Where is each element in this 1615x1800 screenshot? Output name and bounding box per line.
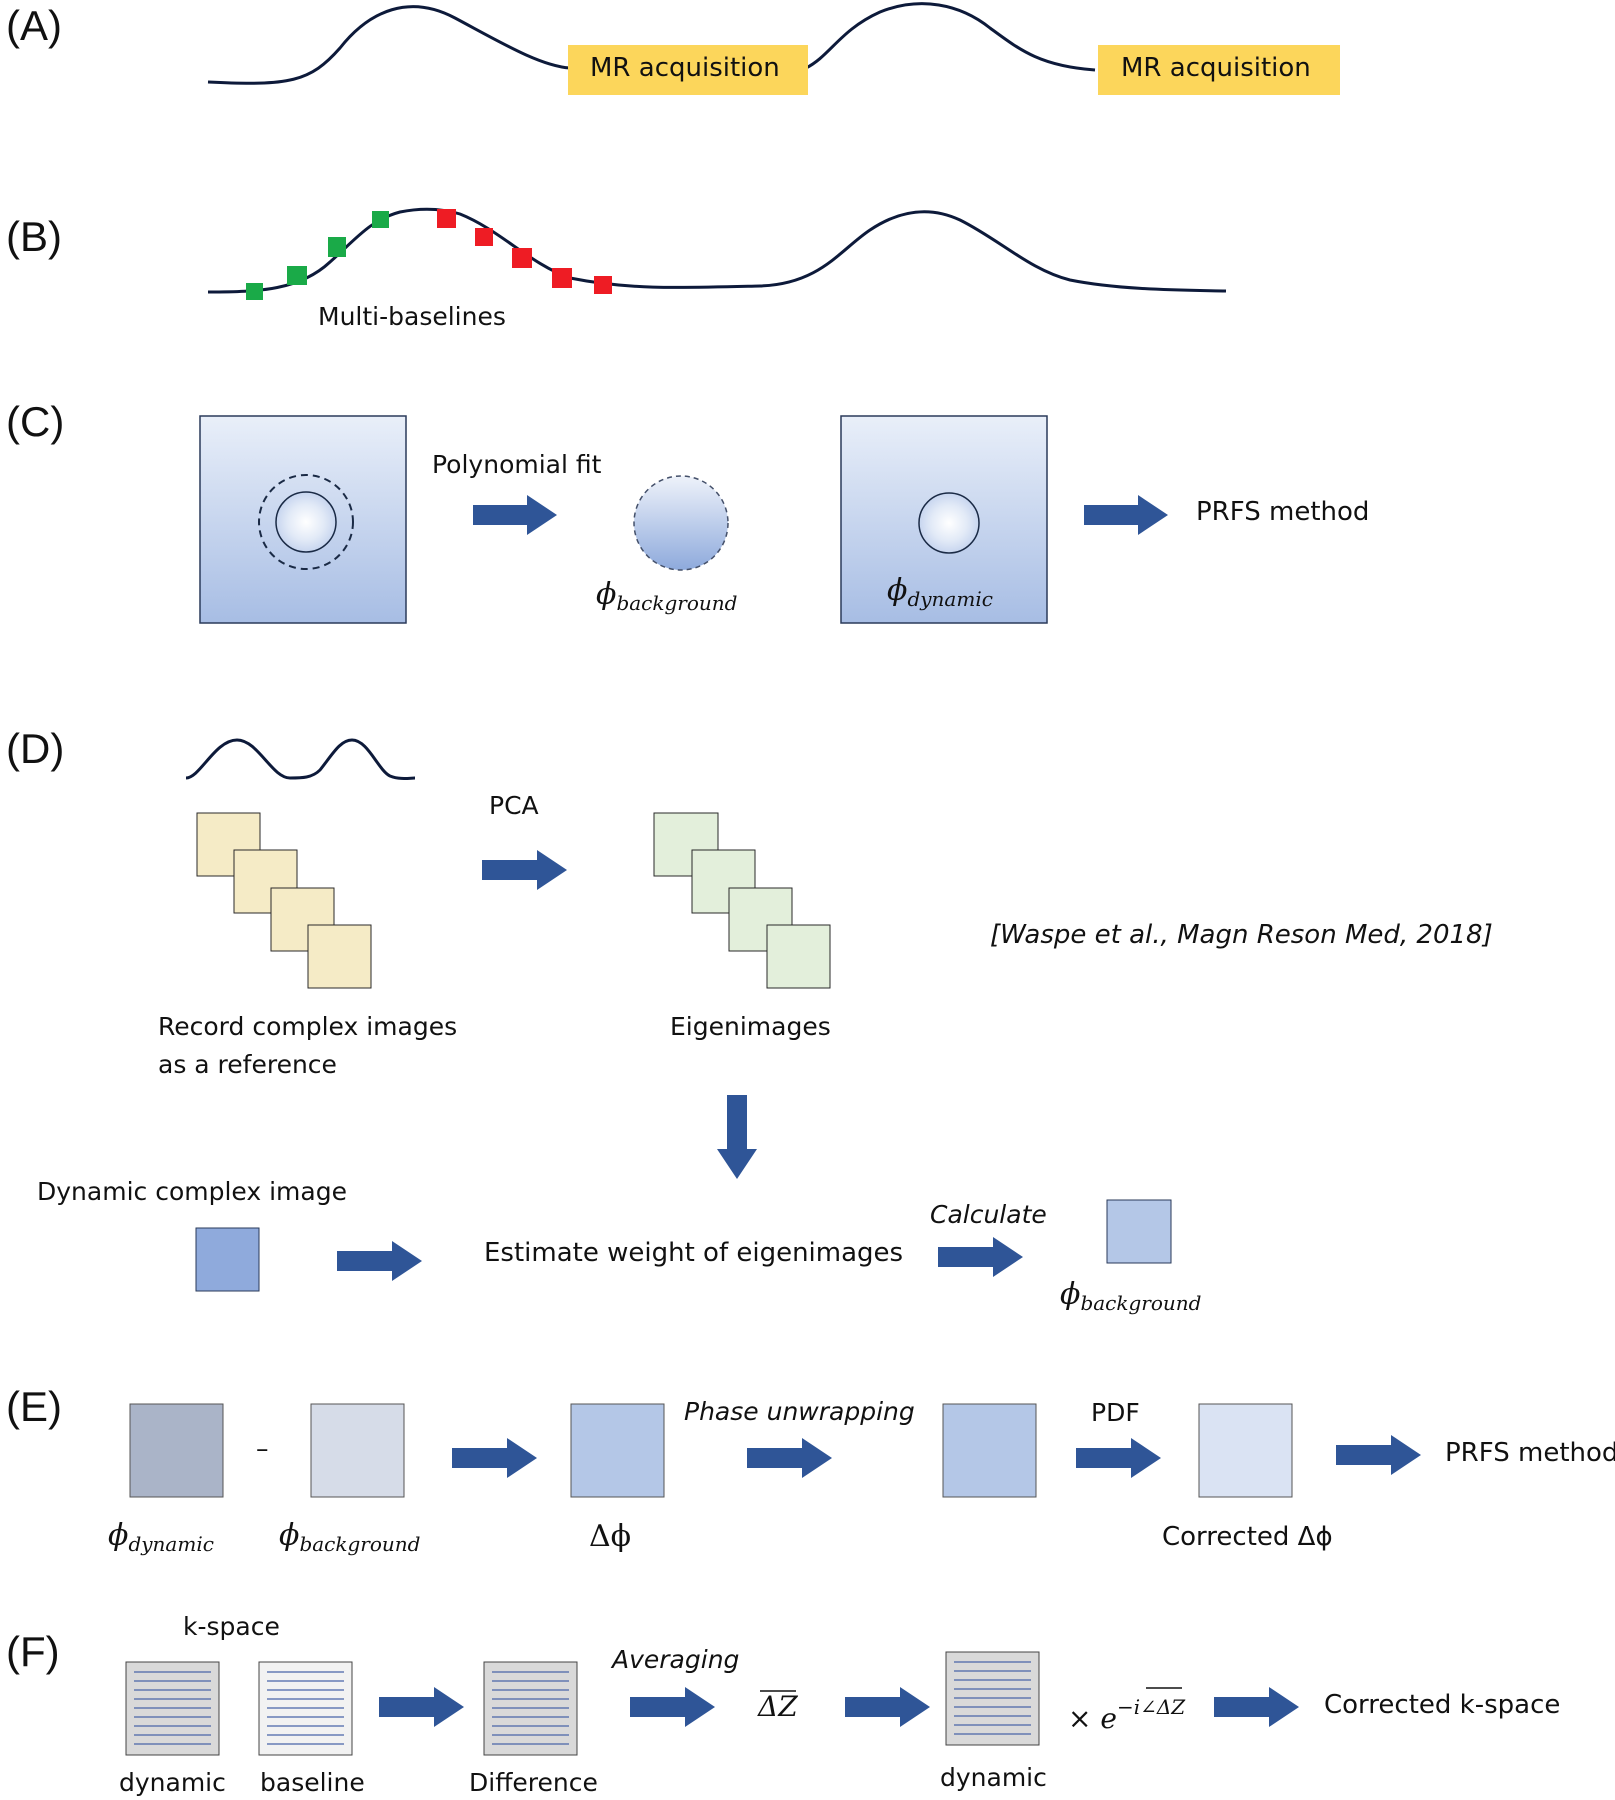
prfs-method-label: PRFS method (1196, 497, 1370, 527)
baseline-marker-green (287, 266, 307, 285)
prfs-method-label-e: PRFS method (1445, 1438, 1615, 1468)
mr-acquisition-box (568, 45, 808, 95)
eigenimage (653, 812, 719, 877)
arrow-subtract (452, 1438, 537, 1478)
arrow-difference (379, 1687, 464, 1727)
eigenimage (766, 924, 831, 989)
arrow-to-dynamic (845, 1687, 930, 1727)
arrow-pca (482, 850, 567, 890)
corrected-delta-phi-label: Corrected Δϕ (1162, 1522, 1333, 1552)
arrow-calculate (938, 1237, 1023, 1277)
baseline-marker-green (372, 211, 389, 228)
pca-label: PCA (489, 791, 539, 820)
mr-acquisition-label: MR acquisition (590, 53, 780, 83)
polynomial-fit-label: Polynomial fit (432, 450, 602, 479)
panel-label-d: (D) (6, 725, 65, 772)
panel-label-e: (E) (6, 1383, 62, 1430)
phi-background-label: ϕbackground (596, 577, 738, 615)
mr-acquisition-box (1098, 45, 1340, 95)
k-space-dynamic-tile-2 (945, 1651, 1040, 1746)
phi-dynamic-label-e: ϕdynamic (108, 1518, 214, 1556)
arrow-phase-unwrap (747, 1438, 832, 1478)
corrected-delta-phi-square (1198, 1403, 1293, 1498)
dynamic-label: dynamic (119, 1768, 226, 1797)
multiply-exponential-label: × e−i∠ΔZ (1068, 1695, 1186, 1735)
delta-phi-label: Δϕ (589, 1519, 632, 1554)
minus-sign: – (256, 1434, 269, 1463)
dynamic-heated-region (918, 492, 980, 554)
baseline-marker-red (437, 209, 456, 228)
heated-region (275, 491, 337, 553)
delta-z-bar-label: ΔZ (758, 1690, 798, 1723)
delta-phi-square (570, 1403, 665, 1498)
k-space-dynamic-tile (125, 1661, 220, 1756)
difference-label: Difference (469, 1768, 598, 1797)
dynamic-label-2: dynamic (940, 1763, 1047, 1792)
calculate-label: Calculate (930, 1200, 1047, 1229)
baseline-marker-red (594, 276, 612, 294)
phase-unwrapping-label: Phase unwrapping (684, 1397, 915, 1426)
reference-image (233, 849, 298, 914)
phi-dynamic-square (129, 1403, 224, 1498)
heated-region-dashed-ring (258, 474, 354, 570)
phi-background-square (310, 1403, 405, 1498)
flow-arrows (337, 495, 1421, 1727)
k-space-difference-tile (483, 1661, 578, 1756)
arrow-dynamic-to-estimate (337, 1241, 422, 1281)
record-label-line2: as a reference (158, 1050, 337, 1079)
panel-label-b: (B) (6, 213, 62, 260)
arrow-corrected-k (1214, 1687, 1299, 1727)
baseline-marker-red (552, 268, 572, 288)
background-phase-square (1106, 1199, 1172, 1264)
dynamic-complex-square (195, 1227, 260, 1292)
respiratory-waveform (207, 207, 1227, 294)
pdf-label: PDF (1091, 1398, 1140, 1427)
arrow-eigen-down (717, 1095, 757, 1179)
arrow-averaging (630, 1687, 715, 1727)
acquisition-waveform (207, 5, 571, 85)
panel-label-f: (F) (6, 1628, 60, 1675)
citation: [Waspe et al., Magn Reson Med, 2018] (990, 920, 1493, 950)
small-respiratory-waveform (185, 738, 416, 780)
background-phase-ball (633, 475, 729, 571)
arrow-prfs-e (1336, 1435, 1421, 1475)
estimate-weight-label: Estimate weight of eigenimages (484, 1238, 904, 1268)
baseline-label: baseline (260, 1768, 365, 1797)
acquisition-waveform-2 (805, 2, 1096, 72)
k-space-tiles (125, 1651, 1040, 1756)
baseline-marker-red (475, 228, 493, 246)
panel-label-a: (A) (6, 2, 62, 49)
arrow-prfs-c (1084, 495, 1168, 535)
mr-acquisition-label: MR acquisition (1121, 53, 1311, 83)
phi-dynamic-label: ϕdynamic (887, 573, 993, 611)
phi-background-label-d: ϕbackground (1060, 1277, 1202, 1315)
dynamic-complex-image-label: Dynamic complex image (37, 1177, 347, 1206)
unwrapped-square (942, 1403, 1037, 1498)
arrow-polynomial-fit (473, 495, 557, 535)
reference-image (307, 924, 372, 989)
baseline-marker-green (246, 283, 263, 300)
arrow-pdf (1076, 1438, 1161, 1478)
baseline-marker-red (512, 248, 532, 268)
record-label-line1: Record complex images (158, 1012, 458, 1041)
eigenimages-label: Eigenimages (670, 1012, 831, 1041)
multi-baselines-label: Multi-baselines (318, 302, 506, 331)
averaging-label: Averaging (612, 1645, 740, 1674)
baseline-marker-green (328, 237, 346, 257)
k-space-label: k-space (183, 1612, 280, 1641)
k-space-baseline-tile (258, 1661, 353, 1756)
phi-background-label-e: ϕbackground (279, 1518, 421, 1556)
panel-label-c: (C) (6, 398, 65, 445)
corrected-k-space-label: Corrected k-space (1324, 1690, 1561, 1720)
